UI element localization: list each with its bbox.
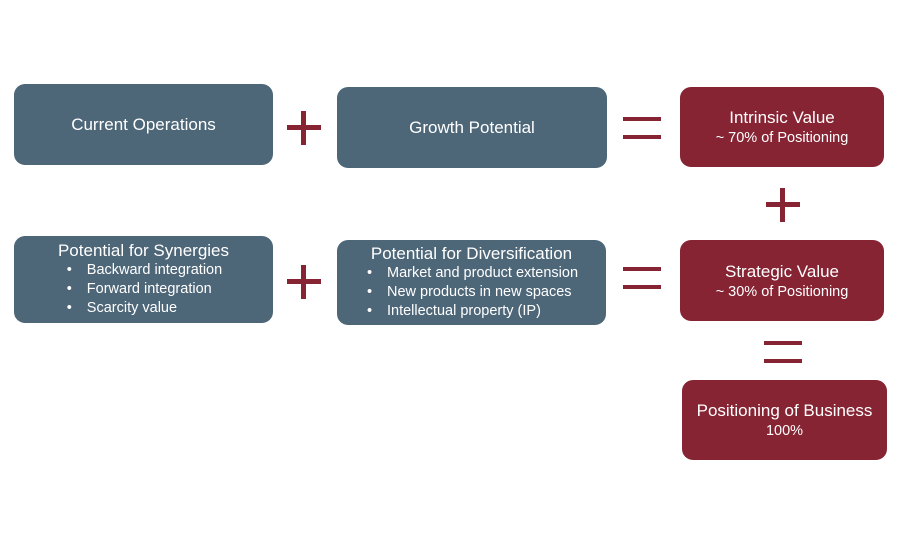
current-operations-box: Current Operations — [14, 84, 273, 165]
diversification-title: Potential for Diversification — [370, 244, 573, 263]
plus-operator — [287, 111, 321, 145]
diversification-box: Potential for Diversification Market and… — [337, 240, 606, 325]
positioning-box: Positioning of Business 100% — [682, 380, 887, 460]
positioning-title: Positioning of Business — [696, 401, 873, 420]
growth-potential-box: Growth Potential — [337, 87, 607, 168]
strategic-value-subtitle: ~ 30% of Positioning — [715, 283, 849, 300]
list-item: Backward integration — [65, 261, 222, 280]
list-item: Market and product extension — [365, 264, 578, 283]
intrinsic-value-subtitle: ~ 70% of Positioning — [715, 130, 849, 146]
diversification-list: Market and product extension New product… — [365, 264, 578, 321]
equals-operator — [623, 267, 661, 289]
intrinsic-value-title: Intrinsic Value — [729, 108, 835, 127]
list-item: Intellectual property (IP) — [365, 302, 578, 321]
current-operations-label: Current Operations — [71, 114, 216, 134]
intrinsic-value-box: Intrinsic Value ~ 70% of Positioning — [680, 87, 884, 167]
synergies-box: Potential for Synergies Backward integra… — [14, 236, 273, 323]
list-item: Scarcity value — [65, 299, 222, 318]
synergies-list: Backward integration Forward integration… — [65, 261, 222, 318]
synergies-title: Potential for Synergies — [57, 241, 230, 260]
list-item: Forward integration — [65, 280, 222, 299]
plus-operator-vertical — [766, 188, 800, 222]
plus-operator — [287, 265, 321, 299]
growth-potential-label: Growth Potential — [409, 117, 535, 137]
strategic-value-box: Strategic Value ~ 30% of Positioning — [680, 240, 884, 321]
list-item: New products in new spaces — [365, 283, 578, 302]
equals-operator — [623, 117, 661, 139]
positioning-subtitle: 100% — [765, 423, 804, 439]
strategic-value-title: Strategic Value — [724, 261, 840, 281]
equals-operator-vertical — [764, 341, 802, 363]
